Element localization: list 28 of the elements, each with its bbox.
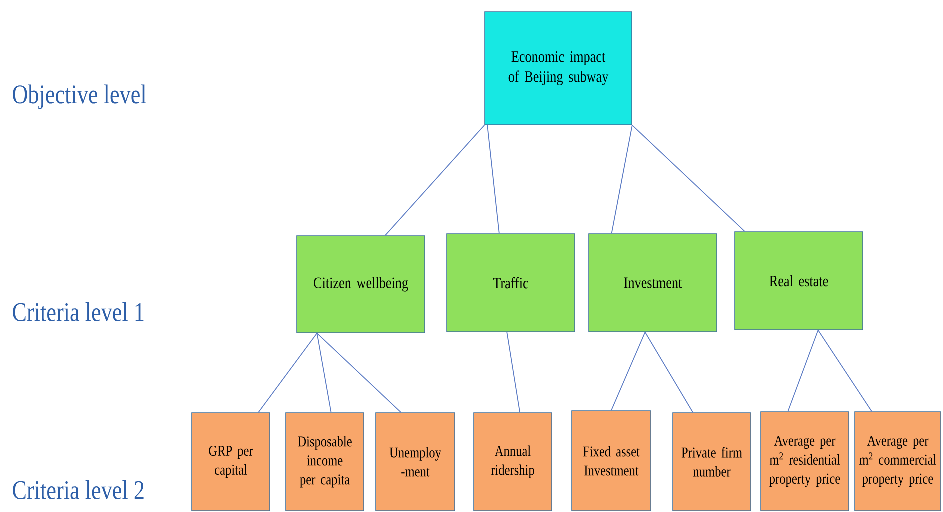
criteria-box: Average per m$^{2}$ commercial property price	[854, 412, 942, 512]
connector-line	[611, 332, 646, 412]
connector-line	[385, 124, 486, 236]
connector-line	[316, 332, 402, 414]
criteria-box: Unemploy -ment	[376, 412, 456, 512]
criteria-box: Annual ridership	[474, 412, 552, 512]
connector-line	[316, 332, 332, 414]
connector-line	[788, 330, 819, 412]
connector-line	[258, 332, 318, 414]
criteria-box: Private firm number	[672, 412, 752, 512]
level-label: Objective level	[13, 84, 146, 110]
goal-box: Economic impact of Beijing subway	[484, 12, 632, 126]
criteria-box: GRP per capital	[192, 412, 270, 512]
criteria-box: Disposable income per capita	[286, 412, 364, 512]
level-label: Criteria level 2	[13, 480, 144, 500]
connector-line	[632, 124, 746, 232]
connector-line	[818, 330, 872, 412]
connector-line	[506, 332, 521, 414]
criteria-box: Average per m$^{2}$ residential property price	[760, 412, 850, 512]
connector-line	[644, 332, 694, 414]
criteria-box: Citizen wellbeing	[296, 236, 426, 334]
connector-line	[611, 124, 633, 234]
criteria-box: Fixed asset Investment	[572, 410, 652, 512]
criteria-box: Investment	[588, 234, 718, 332]
level-label: Criteria level 1	[13, 302, 144, 322]
connector-line	[487, 124, 500, 234]
criteria-box: Real estate	[734, 232, 864, 330]
criteria-box: Traffic	[446, 234, 576, 332]
